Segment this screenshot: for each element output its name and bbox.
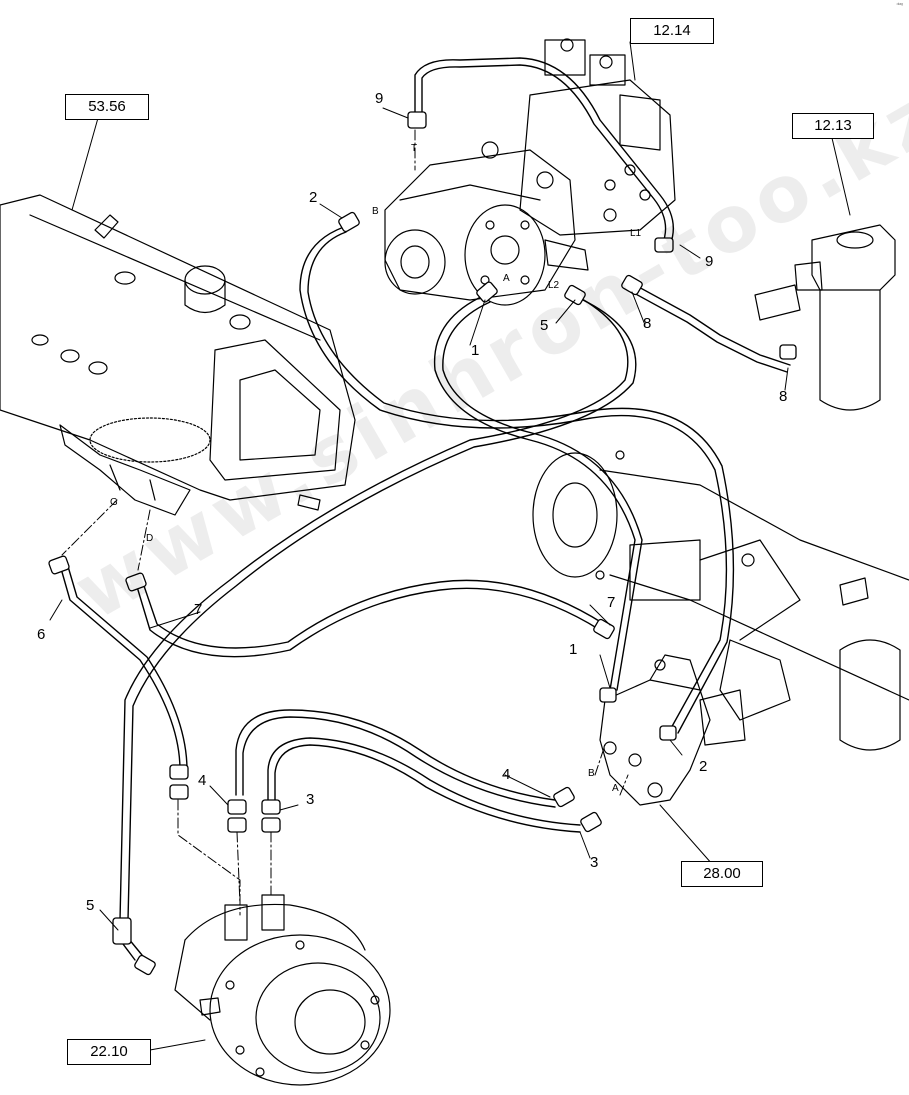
callout-8-top: 8 (643, 315, 652, 332)
port-label-l2: L2 (548, 280, 560, 291)
port-label-b-travel: B (588, 768, 595, 779)
ref-box-12-14: 12.14 (630, 18, 714, 44)
callout-5-top: 5 (540, 317, 549, 334)
callout-7-left: 7 (194, 601, 203, 618)
callout-9-top: 9 (375, 90, 384, 107)
ref-box-22-10: 22.10 (67, 1039, 151, 1065)
axle-assembly (532, 450, 909, 751)
engine-block (0, 194, 356, 516)
travel-pump (599, 654, 746, 806)
hydraulic-filter (754, 224, 896, 411)
callout-2-top: 2 (309, 189, 318, 206)
ref-box-28-00: 28.00 (681, 861, 763, 887)
callout-9-right: 9 (705, 253, 714, 270)
callout-6: 6 (37, 626, 46, 643)
callout-8-bottom: 8 (779, 388, 788, 405)
port-label-g: G (110, 497, 118, 508)
main-pump (384, 141, 589, 306)
fittings (48, 111, 797, 976)
connection-lines (61, 129, 629, 916)
port-label-t: T (411, 143, 418, 154)
port-label-d: D (146, 533, 154, 544)
ref-box-53-56: 53.56 (65, 94, 149, 120)
callout-3-left: 3 (306, 791, 315, 808)
callout-5-bottom: 5 (86, 897, 95, 914)
port-label-b-pump: B (372, 206, 379, 217)
port-label-a-pump: A (503, 273, 510, 284)
leader-lines (49, 41, 851, 1051)
hoses (59, 57, 791, 961)
control-valve (519, 38, 676, 236)
port-label-a-travel: A (612, 783, 619, 794)
callout-3-right: 3 (590, 854, 599, 871)
callout-7-right: 7 (607, 594, 616, 611)
wheel-motor (174, 894, 391, 1086)
port-label-l1: L1 (630, 228, 642, 239)
callout-1-bottom: 1 (569, 641, 578, 658)
corner-mark: ᵈᶦᵃᵍ (896, 2, 903, 8)
callout-1-top: 1 (471, 342, 480, 359)
callout-2-bottom: 2 (699, 758, 708, 775)
callout-4-left: 4 (198, 772, 207, 789)
callout-4-right: 4 (502, 766, 511, 783)
ref-box-12-13: 12.13 (792, 113, 874, 139)
